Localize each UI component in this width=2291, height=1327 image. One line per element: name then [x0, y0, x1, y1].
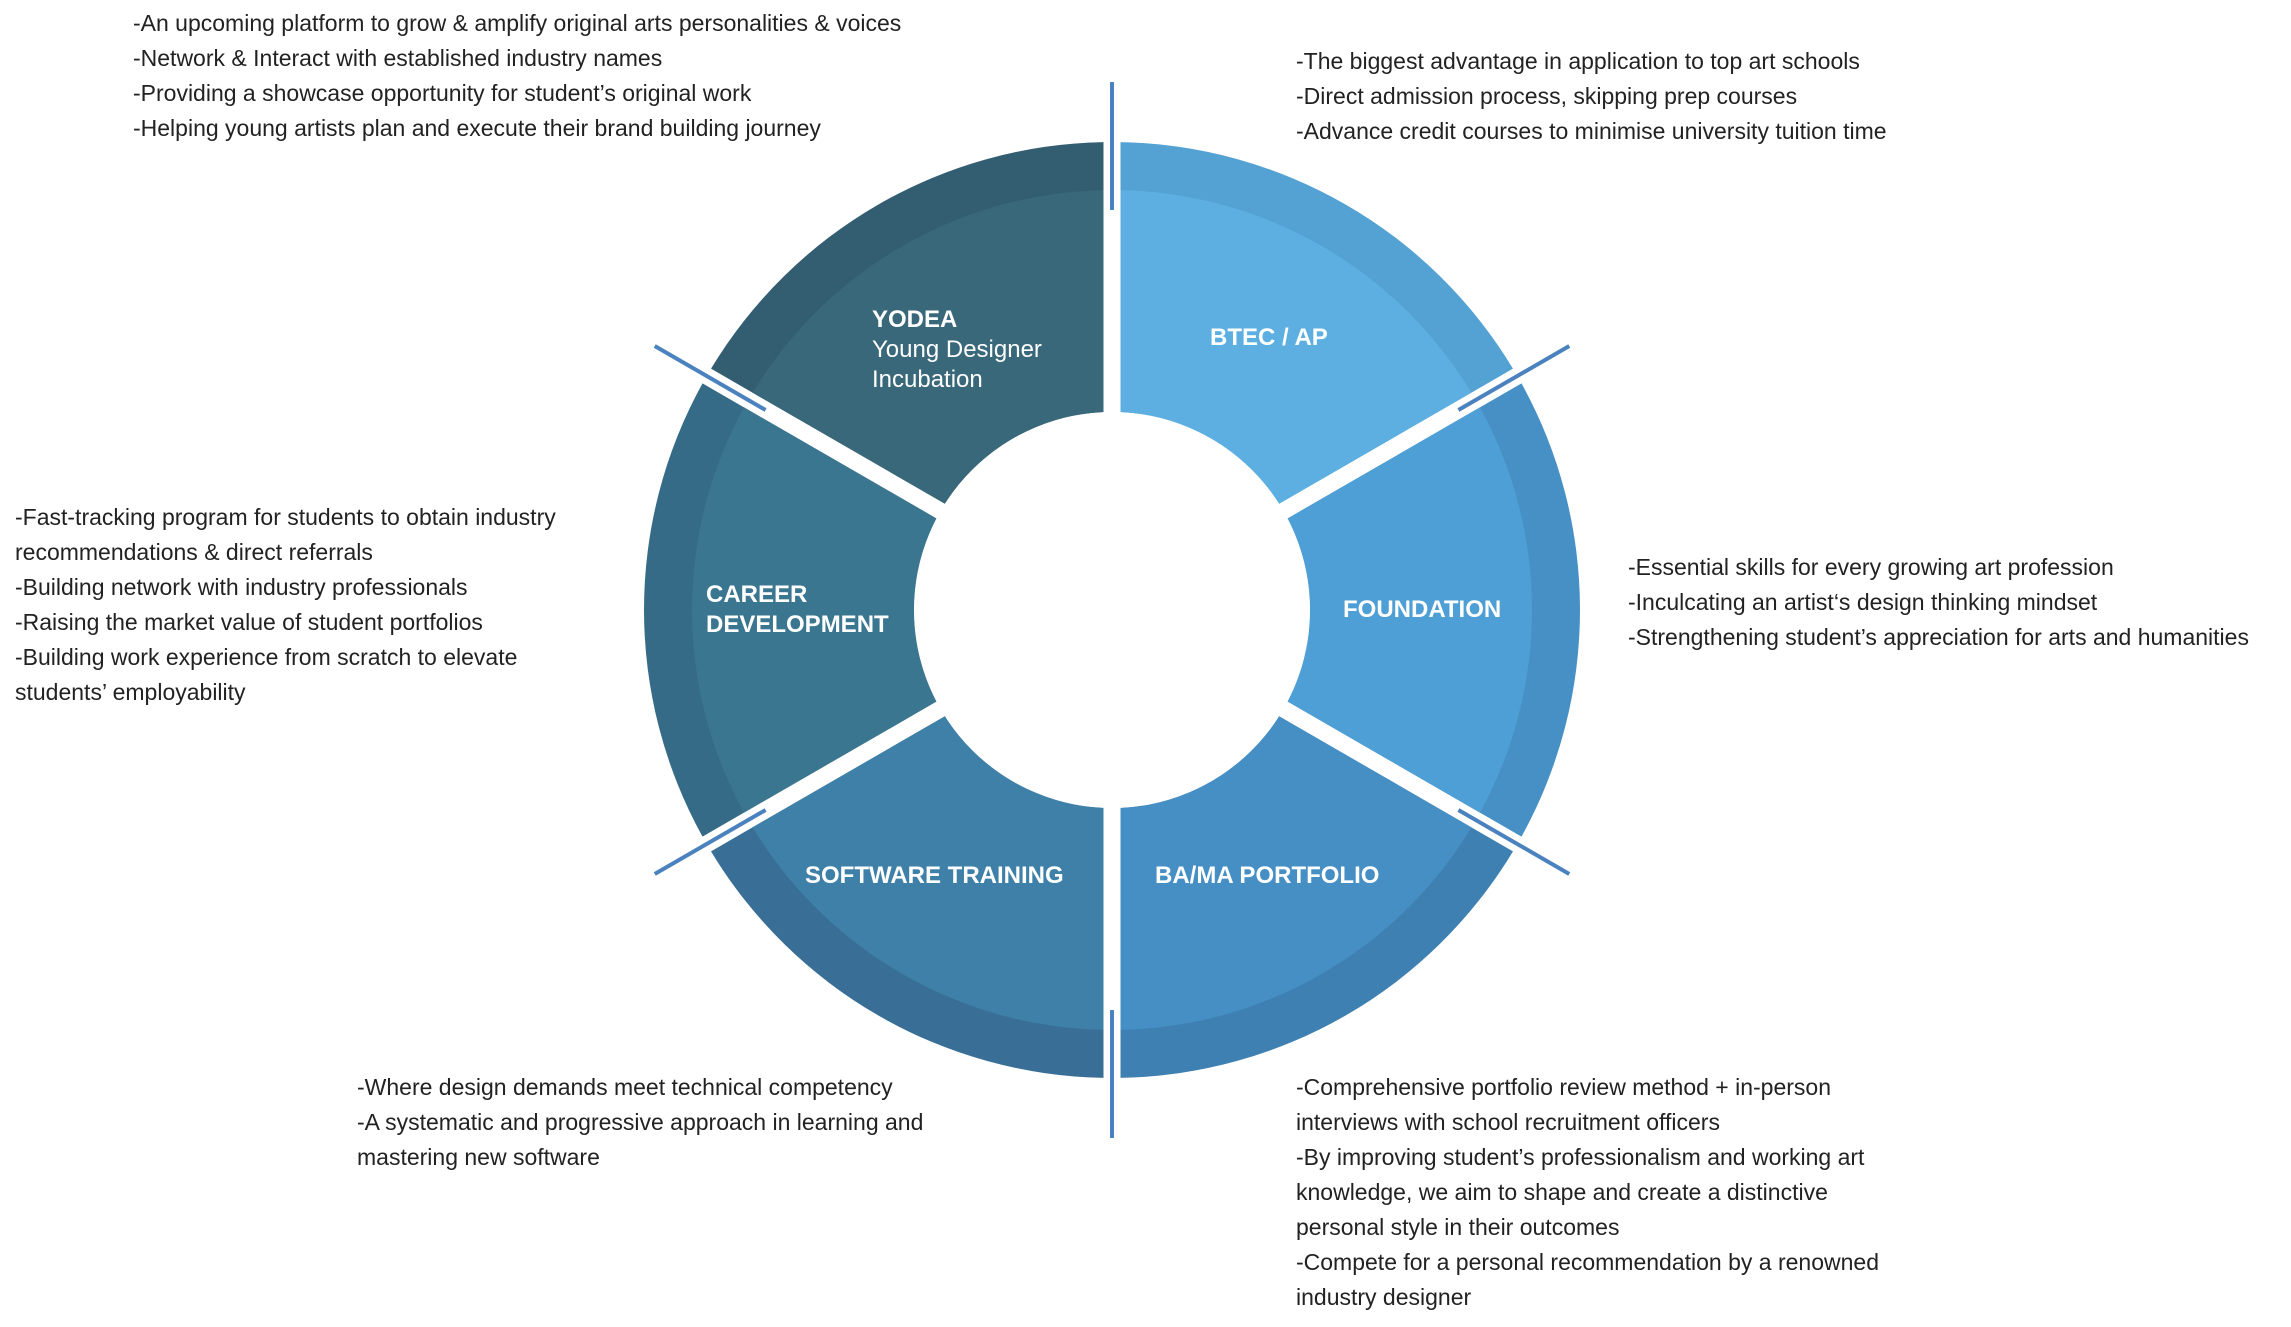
- description-line: -Advance credit courses to minimise univ…: [1296, 118, 1887, 144]
- career-description: -Fast-tracking program for students to o…: [15, 500, 556, 710]
- description-line: -Helping young artists plan and execute …: [133, 115, 821, 141]
- foundation-description: -Essential skills for every growing art …: [1628, 550, 2249, 655]
- segment-label-bama-portfolio: BA/MA PORTFOLIO: [1155, 861, 1379, 891]
- segment-label-foundation: FOUNDATION: [1343, 595, 1501, 625]
- center-hole: [914, 412, 1310, 808]
- yodea-title: YODEA: [872, 306, 958, 333]
- description-line: -Essential skills for every growing art …: [1628, 554, 2114, 580]
- segment-label-career-development: CAREER DEVELOPMENT: [706, 580, 889, 640]
- software-training-description: -Where design demands meet technical com…: [357, 1070, 923, 1175]
- career-title-line-1: CAREER: [706, 581, 808, 608]
- description-line: -Fast-tracking program for students to o…: [15, 504, 556, 530]
- description-line: industry designer: [1296, 1284, 1472, 1310]
- description-line: -Inculcating an artist‘s design thinking…: [1628, 589, 2098, 615]
- description-line: personal style in their outcomes: [1296, 1214, 1620, 1240]
- description-line: mastering new software: [357, 1144, 600, 1170]
- description-line: -Building network with industry professi…: [15, 574, 468, 600]
- segment-label-yodea: YODEA Young Designer Incubation: [872, 305, 1042, 395]
- description-line: students’ employability: [15, 679, 246, 705]
- segment-foundation: [1287, 407, 1533, 813]
- divider-line-6: [653, 344, 767, 412]
- btec-title: BTEC / AP: [1210, 324, 1328, 351]
- description-line: -The biggest advantage in application to…: [1296, 48, 1860, 74]
- description-line: -An upcoming platform to grow & amplify …: [133, 10, 902, 36]
- bama-portfolio-description: -Comprehensive portfolio review method +…: [1296, 1070, 1879, 1315]
- description-line: -Strengthening student’s appreciation fo…: [1628, 624, 2249, 650]
- career-title-line-2: DEVELOPMENT: [706, 611, 889, 638]
- divider-line-5: [653, 808, 767, 876]
- yodea-description: -An upcoming platform to grow & amplify …: [133, 6, 901, 146]
- description-line: -Direct admission process, skipping prep…: [1296, 83, 1798, 109]
- segment-btec: [1120, 190, 1472, 504]
- description-line: knowledge, we aim to shape and create a …: [1296, 1179, 1828, 1205]
- segment-bama: [1120, 716, 1472, 1030]
- description-line: -Building work experience from scratch t…: [15, 644, 518, 670]
- description-line: -Raising the market value of student por…: [15, 609, 483, 635]
- divider-line-3: [1457, 808, 1571, 876]
- yodea-subtitle-line-1: Young Designer: [872, 336, 1042, 363]
- description-line: -Where design demands meet technical com…: [357, 1074, 893, 1100]
- foundation-title: FOUNDATION: [1343, 596, 1502, 623]
- description-line: -A systematic and progressive approach i…: [357, 1109, 924, 1135]
- btec-description: -The biggest advantage in application to…: [1296, 44, 1887, 149]
- description-line: -By improving student’s professionalism …: [1296, 1144, 1865, 1170]
- segment-label-software-training: SOFTWARE TRAINING: [805, 861, 1064, 891]
- segment-yodea: [752, 190, 1104, 504]
- description-line: -Comprehensive portfolio review method +…: [1296, 1074, 1832, 1100]
- software-training-title: SOFTWARE TRAINING: [805, 862, 1064, 889]
- bama-portfolio-title: BA/MA PORTFOLIO: [1155, 862, 1380, 889]
- segment-label-btec: BTEC / AP: [1210, 323, 1328, 353]
- description-line: interviews with school recruitment offic…: [1296, 1109, 1720, 1135]
- yodea-subtitle-line-2: Incubation: [872, 366, 983, 393]
- segment-career: [691, 407, 937, 813]
- segment-software: [752, 716, 1104, 1030]
- description-line: -Compete for a personal recommendation b…: [1296, 1249, 1879, 1275]
- description-line: recommendations & direct referrals: [15, 539, 373, 565]
- description-line: -Network & Interact with established ind…: [133, 45, 663, 71]
- description-line: -Providing a showcase opportunity for st…: [133, 80, 752, 106]
- divider-line-2: [1457, 344, 1571, 412]
